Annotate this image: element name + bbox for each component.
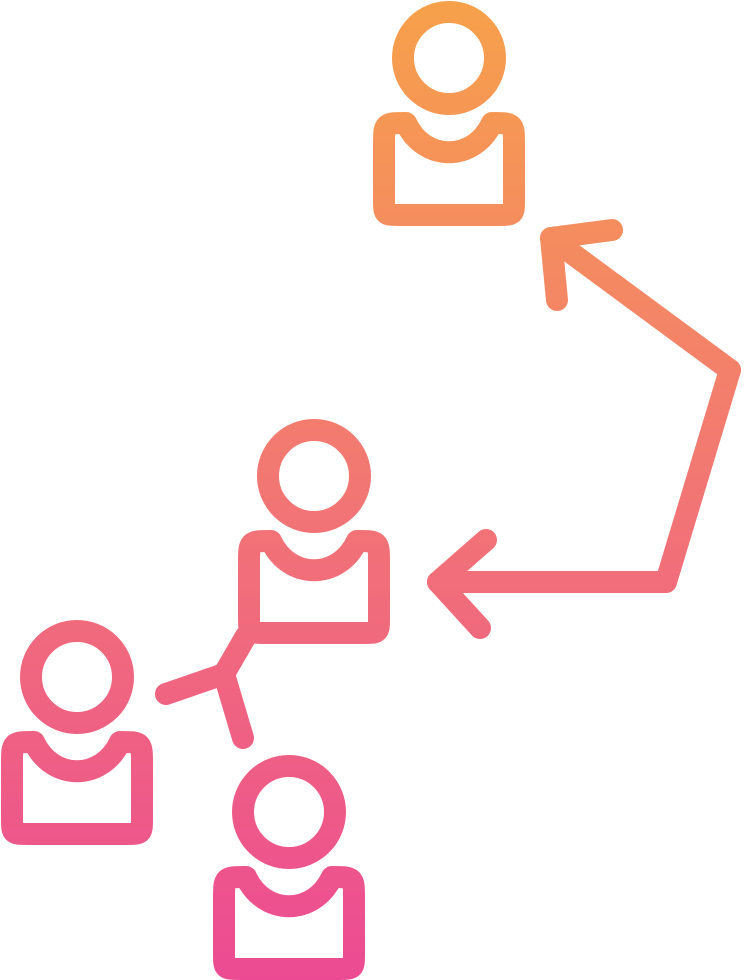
arrow-left-icon [427, 359, 741, 639]
center-person-icon [238, 419, 390, 644]
connector-down [213, 663, 254, 749]
bottom-person-icon [213, 755, 365, 980]
top-person-icon [373, 1, 525, 226]
bottom-person-head [232, 755, 346, 869]
top-person-head [392, 1, 506, 115]
arrow-up-head [540, 219, 623, 311]
bottom-person-body [213, 866, 365, 980]
center-person-head [257, 419, 371, 533]
branch-connector-icon [155, 625, 257, 749]
arrow-up-line [540, 227, 741, 381]
left-person-body [1, 731, 153, 845]
left-person-head [20, 620, 134, 734]
arrow-left-line [427, 359, 741, 593]
center-person-body [238, 530, 390, 644]
arrow-left-head [427, 529, 497, 639]
arrow-up-icon [540, 219, 741, 381]
left-person-icon [1, 620, 153, 845]
top-person-body [373, 112, 525, 226]
